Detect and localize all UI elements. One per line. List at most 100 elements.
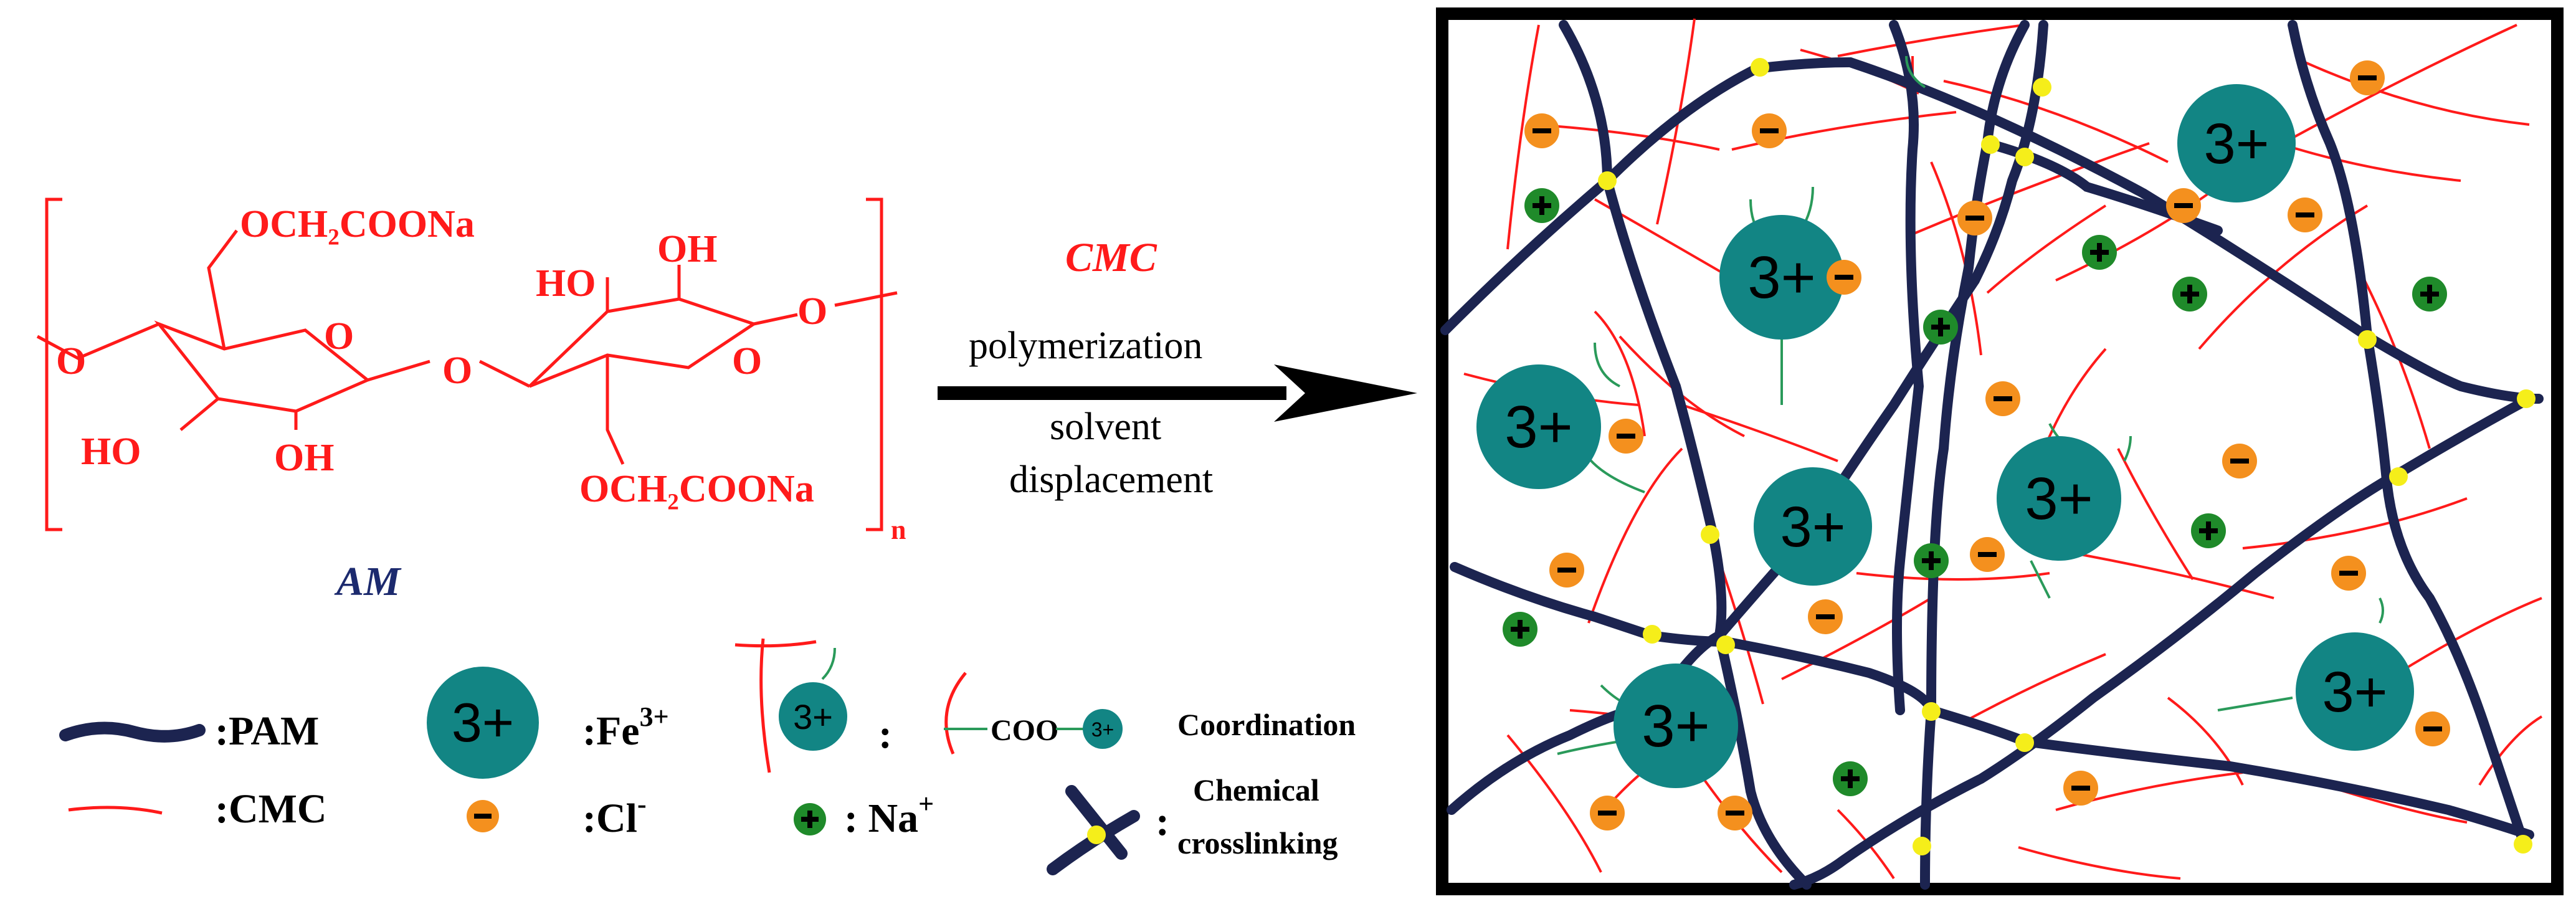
fe-ion: 3+ xyxy=(1614,664,1738,788)
legend-na-label: : Na+ xyxy=(844,789,934,841)
cl-ion xyxy=(2222,444,2257,478)
fe-ion-label: 3+ xyxy=(2322,660,2388,724)
legend-coord-cmc-b xyxy=(759,638,771,773)
end-o-right: O xyxy=(797,290,827,333)
legend-coord-ion-text: 3+ xyxy=(793,697,833,736)
cmc-structure xyxy=(36,197,898,531)
cl-ion xyxy=(1827,260,1861,295)
fe-ion-label: 3+ xyxy=(2025,465,2093,532)
na-ion xyxy=(2082,235,2117,270)
cmc-chain xyxy=(1781,597,1932,680)
cmc-chain xyxy=(1718,560,1764,705)
ring-o-right: O xyxy=(732,340,762,383)
cl-ion xyxy=(2063,771,2098,806)
coordination-bond xyxy=(2030,560,2051,599)
legend-fe-label: :Fe3+ xyxy=(582,702,669,754)
crosslink-dot xyxy=(1716,635,1735,654)
legend-cl-label: :Cl- xyxy=(582,789,647,841)
legend-xlink-label-2: crosslinking xyxy=(1177,825,1338,860)
legend-coord-sample: 3+ xyxy=(734,638,847,773)
crosslink-dot xyxy=(1751,58,1769,77)
legend-cmc-line xyxy=(68,806,163,815)
am-label: AM xyxy=(334,559,402,604)
na-ion xyxy=(1503,612,1538,647)
crosslink-dot xyxy=(1922,702,1941,721)
fe-ion-circle xyxy=(2177,84,2296,202)
legend-cl-minus xyxy=(474,814,492,819)
fe-ion: 3+ xyxy=(2296,632,2414,751)
arrow-reagent: CMC xyxy=(1065,235,1157,280)
coordination-bond xyxy=(1594,342,1620,388)
legend-coo-text: COO xyxy=(991,714,1058,747)
fe-ion: 3+ xyxy=(1754,467,1872,586)
na-ion xyxy=(2412,277,2447,312)
right-ring xyxy=(528,297,758,388)
network-cl-ions xyxy=(1524,60,2450,830)
cmc-chain xyxy=(2242,497,2468,550)
fe-ion: 3+ xyxy=(1476,364,1601,489)
right-ring-ch2 xyxy=(606,355,625,465)
crosslink-dot xyxy=(2015,733,2034,752)
glyco-bond-b xyxy=(478,359,531,388)
legend-coo-ion xyxy=(1083,709,1123,749)
coordination-bond xyxy=(2217,697,2293,711)
legend-coord-label: Coordination xyxy=(1177,707,1356,742)
cmc-chain xyxy=(1587,447,1683,624)
crosslink-dot xyxy=(1643,625,1661,644)
cmc-chain xyxy=(2117,448,2194,581)
cl-ion xyxy=(2288,197,2322,232)
legend-xlink-colon: : xyxy=(1156,799,1169,844)
na-ion xyxy=(2172,277,2207,312)
legend-coord-green xyxy=(821,647,836,680)
legend-coord-cmc-a xyxy=(734,640,817,648)
cmc-chain xyxy=(1986,204,2107,294)
fe-ion-circle xyxy=(2296,632,2414,751)
ho-left: HO xyxy=(81,431,141,473)
left-end-bond xyxy=(36,322,159,360)
network-crosslinks xyxy=(1598,58,2536,855)
cl-ion xyxy=(1985,381,2020,416)
cmc-chain xyxy=(1856,572,2050,581)
legend-coord-ion xyxy=(779,682,847,751)
right-bracket xyxy=(866,197,883,531)
cmc-chain xyxy=(2478,715,2543,786)
na-ion xyxy=(1914,543,1949,578)
legend-pam-label: :PAM xyxy=(215,708,319,754)
end-o-left: O xyxy=(56,340,86,383)
arrow-head xyxy=(1274,364,1417,422)
pam-chain xyxy=(1889,20,1924,715)
fe-ion-label: 3+ xyxy=(2204,112,2269,176)
cmc-chain xyxy=(2018,846,2181,880)
fe-ion-label: 3+ xyxy=(1504,394,1572,460)
cl-ion xyxy=(2415,711,2450,746)
fe-ion: 3+ xyxy=(1997,436,2121,561)
crosslink-dot xyxy=(2033,78,2051,97)
cmc-chain xyxy=(1837,24,2025,57)
cl-ion xyxy=(1590,796,1625,830)
legend: :PAM :CMC 3+ :Fe3+ :Cl- 3+ : COO 3+ Coor… xyxy=(59,638,1356,875)
coordination-bond xyxy=(2123,435,2132,462)
legend-coo-ion-text: 3+ xyxy=(1091,718,1114,741)
cmc-chain xyxy=(1681,404,1838,462)
crosslink-dot xyxy=(1701,525,1719,544)
legend-coord-colon: : xyxy=(878,711,892,757)
cmc-chain xyxy=(2304,61,2530,126)
glycosidic-o: O xyxy=(442,350,472,392)
left-ho-bond xyxy=(179,397,219,431)
crosslink-dot xyxy=(1598,171,1617,190)
coordination-bond xyxy=(2379,597,2384,624)
crosslink-dot xyxy=(1913,837,1931,855)
crosslink-dot xyxy=(2015,148,2034,166)
legend-pam-line xyxy=(59,721,206,743)
cmc-chain xyxy=(1906,142,2150,238)
fe-ion-circle xyxy=(1476,364,1601,489)
cmc-chain xyxy=(2198,204,2369,350)
fe-ion-circle xyxy=(1614,664,1738,788)
cl-ion xyxy=(2331,556,2366,591)
na-ion xyxy=(1923,310,1958,345)
pam-chain xyxy=(2288,20,2528,846)
cl-ion xyxy=(1957,201,1992,236)
crosslink-dot xyxy=(2514,835,2532,854)
glyco-bond-a xyxy=(367,359,430,382)
